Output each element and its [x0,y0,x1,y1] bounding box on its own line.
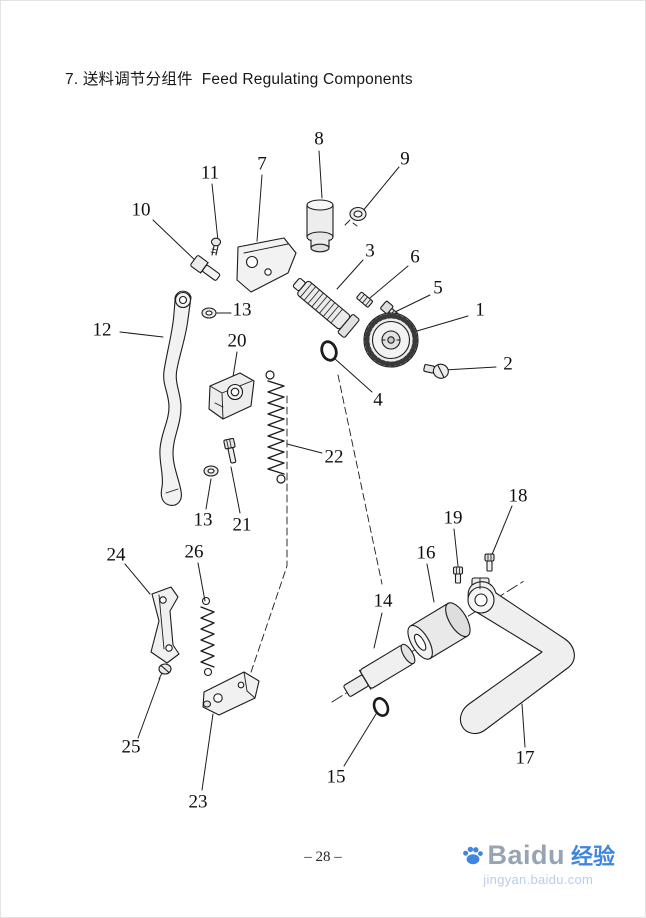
part-25-screw [158,663,172,680]
watermark-url: jingyan.baidu.com [483,872,594,887]
callout-5: 5 [433,277,443,299]
part-7-bracket [236,237,297,293]
part-9-screw [344,206,367,227]
callout-13-upper: 13 [232,299,252,321]
callout-14: 14 [373,590,393,612]
part-20-block [208,372,255,420]
callout-16: 16 [416,542,436,564]
part-17-arm [459,577,575,735]
part-22-spring [265,370,286,484]
part-3-threaded-stud [292,277,360,338]
section-title: 7. 送料调节分组件 Feed Regulating Components [65,71,413,88]
callout-25: 25 [121,736,141,758]
callout-24: 24 [106,544,126,566]
callout-18: 18 [508,485,528,507]
part-6-set-screw [356,291,373,308]
alignment-dash-lines [245,374,383,688]
callout-15: 15 [326,766,346,788]
callout-1: 1 [475,299,485,321]
part-19-screw [452,566,464,584]
callout-6: 6 [410,246,420,268]
callout-8: 8 [314,128,324,150]
part-1-dial [363,312,419,368]
watermark: Baidu 经验 jingyan.baidu.com [461,839,615,887]
part-14-shaft [343,643,416,697]
callout-19: 19 [443,507,463,529]
part-21-screw [223,437,237,464]
callout-10: 10 [131,199,151,221]
part-4-o-ring [320,340,338,362]
part-26-spring [200,596,215,677]
part-13-nut-lower [203,465,219,477]
leader-lines [119,150,526,791]
callout-23: 23 [188,791,208,813]
callout-11: 11 [200,162,220,184]
watermark-brand-suffix: 经验 [570,844,615,869]
callout-4: 4 [373,389,383,411]
callout-20: 20 [227,330,247,352]
part-15-o-ring [372,697,390,717]
part-10-pin [190,255,221,281]
part-12-lever [159,290,192,506]
callout-17: 17 [515,747,535,769]
callout-2: 2 [503,353,513,375]
part-8-bushing [306,199,334,253]
part-11-screw [210,237,222,256]
baidu-paw-icon [463,846,484,865]
callout-3: 3 [365,240,375,262]
page-number: – 28 – [304,849,342,865]
callout-13-lower: 13 [193,509,213,531]
callout-9: 9 [400,148,410,170]
callout-12: 12 [92,319,112,341]
part-16-roller [407,602,471,660]
part-18-screw [484,553,495,572]
part-24-bracket [150,586,180,664]
part-2-screw [423,363,449,379]
callout-7: 7 [257,153,267,175]
callout-22: 22 [324,446,344,468]
callout-26: 26 [184,541,204,563]
callout-21: 21 [232,514,252,536]
part-13-nut-upper [201,307,217,319]
part-23-plate [202,671,260,716]
watermark-brand: Baidu [487,839,565,870]
